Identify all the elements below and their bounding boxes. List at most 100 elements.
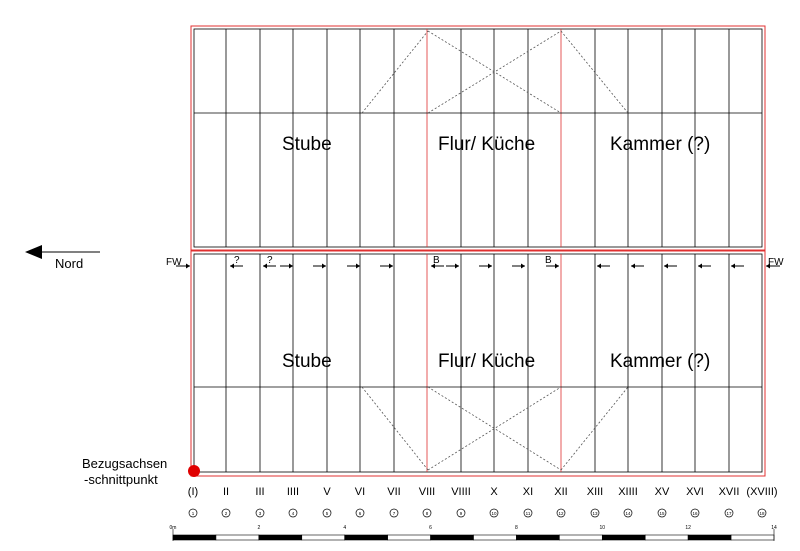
scale-label: 4 (343, 525, 346, 531)
north-label: Nord (55, 256, 83, 271)
axis-number-label: 17 (726, 511, 732, 516)
scale-label: 12 (685, 525, 691, 531)
room-lower-flur: Flur/ Küche (438, 351, 535, 372)
axis-number-circle (422, 508, 432, 518)
axis-number-circle (657, 508, 667, 518)
scale-segment (644, 534, 689, 541)
axis-number-label: 8 (426, 511, 429, 516)
scale-label: 6 (429, 525, 432, 531)
arrow-head (186, 263, 190, 269)
axis-number-circle (556, 508, 566, 518)
reference-label-2: -schnittpunkt (84, 472, 158, 487)
axis-roman-label: VII (387, 486, 400, 498)
axis-roman-label: VIII (419, 486, 436, 498)
axis-number-circle (456, 508, 466, 518)
axis-roman-label: XIII (587, 486, 604, 498)
reference-label-1: Bezugsachsen (82, 456, 167, 471)
axis-roman-label: IIII (287, 486, 299, 498)
axis-number-circle (690, 508, 700, 518)
brace-diagonal (361, 30, 429, 114)
axis-roman-label: III (255, 486, 264, 498)
arrow-head (731, 263, 735, 269)
scale-segment (516, 534, 560, 541)
axis-number-circle (389, 508, 399, 518)
axis-number-label: 7 (393, 511, 396, 516)
axis-number-circle (590, 508, 600, 518)
room-upper-stube: Stube (282, 134, 332, 155)
axis-number-label: 14 (625, 511, 631, 516)
arrow-head (322, 263, 326, 269)
brace-diagonal (361, 386, 429, 471)
north-arrow: Nord (25, 245, 100, 271)
axis-number-circle (322, 508, 332, 518)
upper-outline-outer (190, 25, 766, 251)
axis-roman-label: XII (554, 486, 567, 498)
axis-roman-label: X (490, 486, 498, 498)
arrow-head (766, 263, 770, 269)
room-upper-flur: Flur/ Küche (438, 134, 535, 155)
scale-segment (387, 534, 431, 541)
scale-segment (215, 534, 260, 541)
arrow-head (389, 263, 393, 269)
axis-number-label: 2 (225, 511, 228, 516)
arrow-head (698, 263, 702, 269)
axis-number-label: 4 (292, 511, 295, 516)
upper-outline-inner (193, 28, 763, 248)
arrow-head (431, 263, 435, 269)
fw-right: FW (768, 257, 784, 268)
axis-roman-label: XVI (686, 486, 704, 498)
axis-number-circle (255, 508, 265, 518)
scale-segment (258, 534, 303, 541)
axis-number-label: 13 (592, 511, 598, 516)
arrow-head (631, 263, 635, 269)
axis-roman-label: VIIII (451, 486, 471, 498)
axis-number-circle (188, 508, 198, 518)
scale-segment (473, 534, 517, 541)
scale-label: 10 (600, 525, 606, 531)
arrow-head (664, 263, 668, 269)
axis-number-label: 5 (326, 511, 329, 516)
axis-roman-label: (I) (188, 486, 198, 498)
arrow-head (521, 263, 525, 269)
axis-number-label: 3 (259, 511, 262, 516)
arrow-head (488, 263, 492, 269)
axis-roman-label: VI (355, 486, 365, 498)
axis-roman-label: II (223, 486, 229, 498)
lower-outline-outer (190, 250, 766, 477)
mark-question-1: ? (234, 255, 240, 266)
reference-point (188, 465, 200, 477)
axis-number-circle (523, 508, 533, 518)
axis-number-circle (221, 508, 231, 518)
axis-number-label: 16 (692, 511, 698, 516)
scale-segment (601, 534, 646, 541)
axis-number-label: 11 (526, 511, 531, 516)
scale-segment (559, 534, 603, 541)
axis-number-circle (355, 508, 365, 518)
lower-outline-inner (193, 253, 763, 473)
arrow-head (597, 263, 601, 269)
scale-label: 0m (170, 525, 177, 531)
scale-label: 2 (257, 525, 260, 531)
axis-number-label: 15 (659, 511, 665, 516)
room-lower-stube: Stube (282, 351, 332, 372)
axis-number-label: 9 (460, 511, 463, 516)
room-upper-kammer: Kammer (?) (610, 134, 710, 155)
arrow-head (230, 263, 234, 269)
scale-segment (344, 534, 388, 541)
axis-number-circle (489, 508, 499, 518)
arrow-head (555, 263, 559, 269)
fw-left: FW (166, 257, 182, 268)
axis-number-circle (757, 508, 767, 518)
scale-label: 8 (515, 525, 518, 531)
axis-number-label: 12 (558, 511, 564, 516)
scale-label: 14 (771, 525, 777, 531)
mark-question-2: ? (267, 255, 273, 266)
axis-roman-label: XI (523, 486, 533, 498)
arrow-head (356, 263, 360, 269)
room-lower-kammer: Kammer (?) (610, 351, 710, 372)
mark-b-2: B (545, 255, 552, 266)
brace-diagonal (560, 30, 629, 114)
mark-b-1: B (433, 255, 440, 266)
arrow-head (455, 263, 459, 269)
